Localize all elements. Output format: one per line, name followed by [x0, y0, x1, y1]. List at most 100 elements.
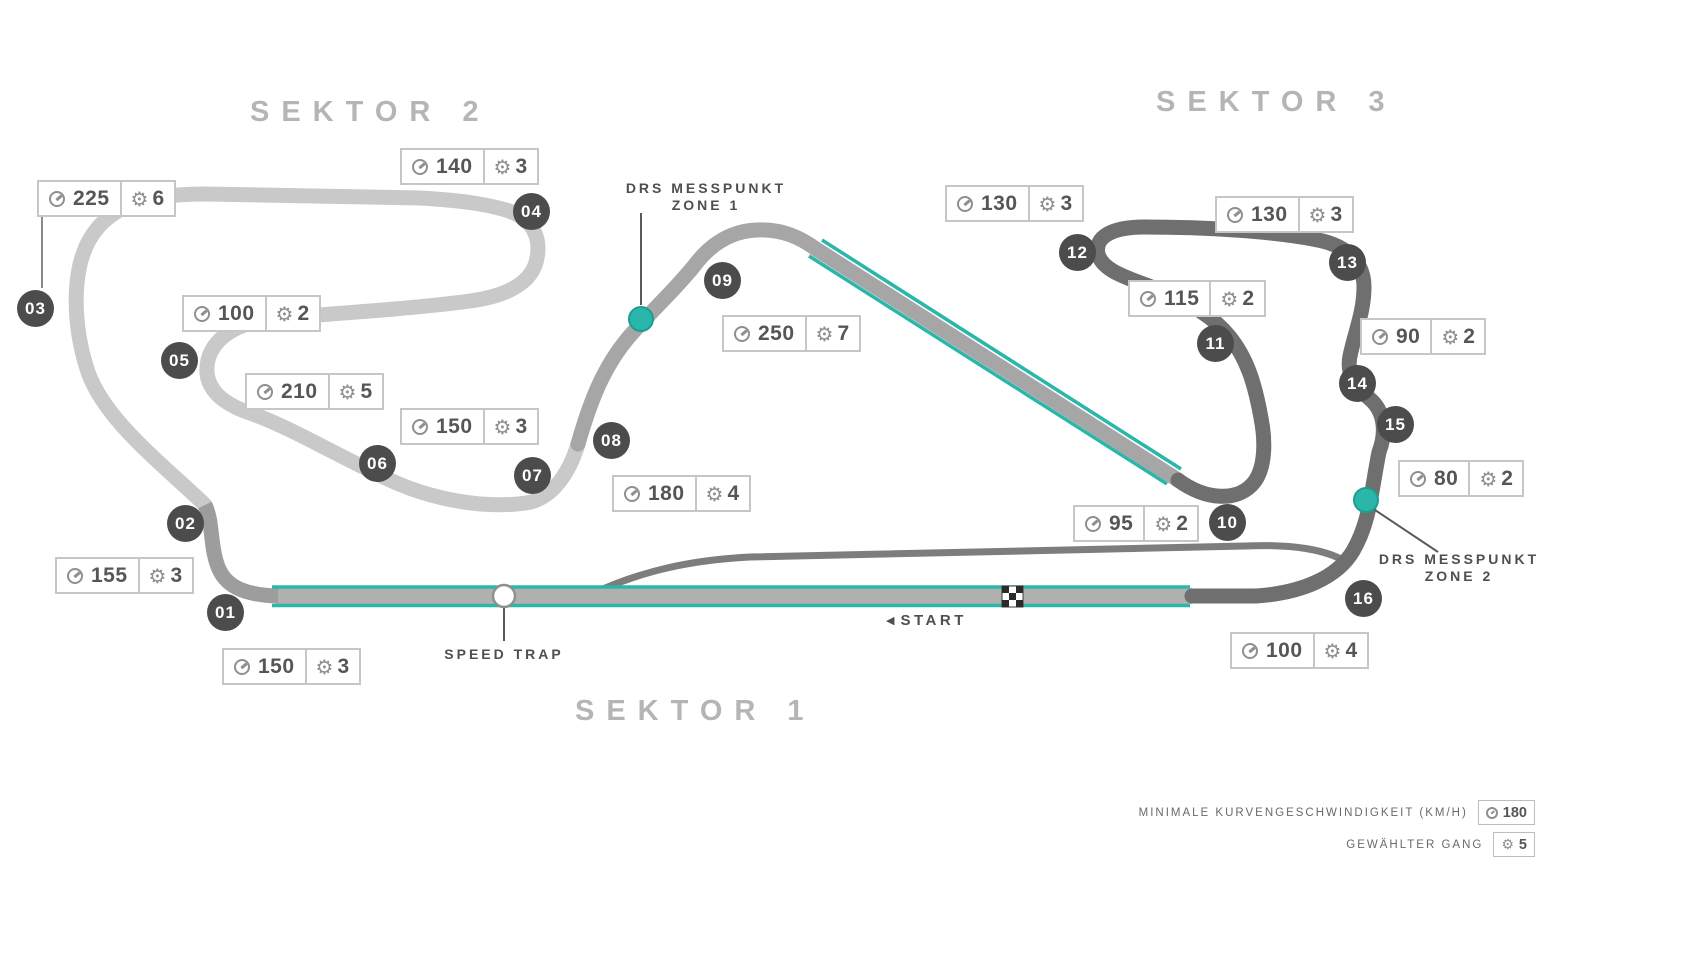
- corner-gear-value: 2: [1176, 511, 1189, 535]
- corner-10-info: 95 ⚙2: [1073, 505, 1200, 542]
- corner-gear-value: 2: [1242, 286, 1255, 310]
- corner-speed-value: 180: [648, 481, 685, 505]
- gear-icon: ⚙: [1501, 836, 1514, 853]
- legend-min-speed-value: 180: [1502, 804, 1527, 821]
- divider: [1027, 187, 1030, 220]
- corner-gear-value: 2: [297, 301, 310, 325]
- corner-marker-06: 06: [359, 445, 396, 482]
- divider: [1297, 198, 1300, 231]
- speed-gauge-icon: [1085, 515, 1101, 532]
- divider: [1468, 462, 1471, 495]
- speed-section: 155: [57, 559, 138, 592]
- corner-marker-11: 11: [1197, 325, 1234, 362]
- divider: [119, 182, 122, 215]
- corner-speed-value: 100: [1266, 638, 1303, 662]
- corner-gear-value: 4: [1345, 638, 1358, 662]
- drs-zone-2-line1: DRS MESSPUNKT: [1378, 551, 1540, 567]
- gear-icon: ⚙: [1441, 324, 1460, 349]
- corner-12-info: 130 ⚙3: [945, 185, 1084, 222]
- corner-09-info: 250 ⚙7: [722, 315, 861, 352]
- corner-gear-value: 4: [727, 481, 740, 505]
- gear-section: ⚙2: [267, 297, 319, 330]
- speed-section: 130: [947, 187, 1028, 220]
- start-label: ◀ START: [886, 612, 967, 629]
- speed-section: 100: [184, 297, 265, 330]
- corner-marker-02: 02: [167, 505, 204, 542]
- corner-15-info: 80 ⚙2: [1398, 460, 1525, 497]
- speed-gauge-icon: [1140, 290, 1156, 307]
- sector-2-label: SEKTOR 2: [250, 96, 491, 128]
- speed-gauge-icon: [1410, 470, 1426, 487]
- legend: MINIMALE KURVENGESCHWINDIGKEIT (KM/H) 18…: [1050, 800, 1535, 864]
- drs-zone-1-line2: ZONE 1: [671, 197, 741, 213]
- sector-3-label: SEKTOR 3: [1156, 86, 1397, 118]
- drs-detection-point-2-icon: [1353, 487, 1379, 513]
- corner-gear-value: 6: [152, 186, 165, 210]
- corner-marker-10: 10: [1209, 504, 1246, 541]
- corner-speed-value: 225: [73, 186, 110, 210]
- gear-section: ⚙4: [697, 477, 749, 510]
- speed-section: 115: [1130, 282, 1209, 315]
- drs-zone-back-straight-left: [808, 254, 1168, 486]
- corner-speed-value: 130: [1251, 202, 1288, 226]
- divider: [482, 150, 485, 183]
- speed-section: 95: [1075, 507, 1143, 540]
- corner-gear-value: 2: [1501, 466, 1514, 490]
- divider: [1312, 634, 1315, 667]
- gear-icon: ⚙: [1308, 202, 1327, 227]
- corner-speed-value: 210: [281, 379, 318, 403]
- corner-marker-03: 03: [17, 290, 54, 327]
- gear-section: ⚙2: [1211, 282, 1263, 315]
- speed-gauge-icon: [257, 383, 273, 400]
- drs-zone-2-line2: ZONE 2: [1424, 568, 1494, 584]
- gear-section: ⚙5: [330, 375, 382, 408]
- corner-gear-value: 3: [515, 414, 528, 438]
- divider: [1430, 320, 1433, 353]
- corner-gear-value: 3: [337, 654, 350, 678]
- speed-section: 180: [614, 477, 695, 510]
- corner-marker-16: 16: [1345, 580, 1382, 617]
- corner-04-info: 140 ⚙3: [400, 148, 539, 185]
- corner-gear-value: 3: [515, 154, 528, 178]
- speed-gauge-icon: [1485, 806, 1498, 819]
- start-text: START: [900, 612, 967, 629]
- gear-icon: ⚙: [493, 154, 512, 179]
- speed-section: 140: [402, 150, 483, 183]
- corner-05-info: 100 ⚙2: [182, 295, 321, 332]
- divider: [804, 317, 807, 350]
- corner-14-info: 90 ⚙2: [1360, 318, 1487, 355]
- divider: [1209, 282, 1212, 315]
- corner-gear-value: 3: [1330, 202, 1343, 226]
- corner-marker-08: 08: [593, 422, 630, 459]
- speed-section: 150: [402, 410, 483, 443]
- speed-gauge-icon: [412, 418, 428, 435]
- corner-marker-12: 12: [1059, 234, 1096, 271]
- gear-section: ⚙3: [140, 559, 192, 592]
- legend-min-speed-label: MINIMALE KURVENGESCHWINDIGKEIT (KM/H): [1138, 806, 1468, 819]
- corner-marker-05: 05: [161, 342, 198, 379]
- speed-gauge-icon: [194, 305, 210, 322]
- gear-section: ⚙4: [1315, 634, 1367, 667]
- corner-marker-01: 01: [207, 594, 244, 631]
- speed-section: 130: [1217, 198, 1298, 231]
- legend-gear-row: GEWÄHLTER GANG ⚙ 5: [1050, 832, 1535, 857]
- gear-section: ⚙6: [122, 182, 174, 215]
- corner-07-info: 150 ⚙3: [400, 408, 539, 445]
- corner-speed-value: 80: [1434, 466, 1459, 490]
- drs-detection-point-1-icon: [628, 306, 654, 332]
- speed-gauge-icon: [49, 190, 65, 207]
- drs-zone-2-connector: [1371, 507, 1439, 553]
- legend-gear-label: GEWÄHLTER GANG: [1346, 838, 1484, 851]
- gear-icon: ⚙: [1154, 511, 1173, 536]
- corner-marker-04: 04: [513, 193, 550, 230]
- gear-icon: ⚙: [1220, 286, 1239, 311]
- corner-03-info: 225 ⚙6: [37, 180, 176, 217]
- corner-gear-value: 3: [170, 563, 183, 587]
- divider: [694, 477, 697, 510]
- corner-marker-09: 09: [704, 262, 741, 299]
- sector-1-label: SEKTOR 1: [575, 695, 816, 727]
- corner-speed-value: 155: [91, 563, 128, 587]
- start-arrow-icon: ◀: [886, 614, 895, 627]
- gear-icon: ⚙: [315, 654, 334, 679]
- corner-speed-value: 140: [436, 154, 473, 178]
